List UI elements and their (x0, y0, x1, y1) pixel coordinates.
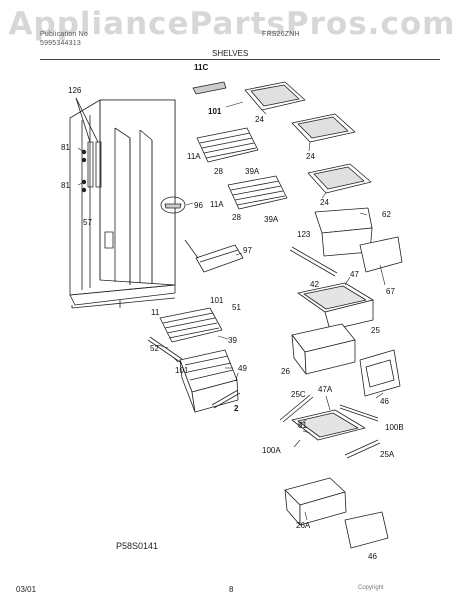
callout-11a-lower: 11A (210, 200, 224, 209)
cabinet-drawing (69, 99, 176, 309)
callout-81-shelf: 81 (298, 421, 307, 430)
callout-39a-lower: 39A (264, 215, 279, 224)
diagram-code: P58S0141 (116, 541, 159, 551)
callout-101-top: 101 (208, 107, 222, 116)
drawer-26 (291, 323, 356, 375)
callout-57: 57 (83, 218, 92, 227)
shelf-rails-126 (75, 97, 102, 188)
rod-2 (211, 389, 241, 409)
cover-25 (324, 299, 374, 331)
rail-123 (289, 246, 338, 277)
section-title: SHELVES (212, 49, 249, 58)
callout-2: 2 (234, 404, 239, 413)
shelf-11c (192, 81, 227, 95)
rail-100b (339, 404, 379, 422)
wire-shelf-11 (159, 307, 223, 343)
callout-81-lower: 81 (61, 181, 70, 190)
callout-25: 25 (371, 326, 380, 335)
drawer-front-67 (359, 236, 403, 273)
callout-100a: 100A (262, 446, 281, 455)
callout-47a: 47A (318, 385, 333, 394)
footer-date: 03/01 (16, 585, 37, 594)
rail-25a (344, 439, 381, 459)
publication-number: 5995344313 (40, 40, 81, 47)
callout-25a: 25A (380, 450, 395, 459)
frame-97 (184, 239, 244, 273)
drawer-front-46b (344, 511, 389, 549)
shelf-47 (297, 282, 374, 313)
wire-basket-49 (179, 349, 239, 413)
callout-96: 96 (194, 201, 203, 210)
callout-11c: 11C (194, 63, 209, 72)
glass-shelf-24a (244, 81, 306, 111)
callout-26: 26 (281, 367, 290, 376)
glass-shelf-24b (291, 113, 356, 143)
screws-81 (81, 149, 87, 193)
callout-52: 52 (150, 344, 159, 353)
callout-24-c: 24 (320, 198, 329, 207)
callout-47: 47 (350, 270, 359, 279)
footer-page-number: 8 (229, 585, 234, 594)
callout-67: 67 (386, 287, 395, 296)
callout-39: 39 (228, 336, 237, 345)
callout-49: 49 (238, 364, 247, 373)
glass-shelf-24c (307, 163, 372, 194)
glass-shelf-47a (291, 409, 366, 441)
wire-shelf-11a-lower (227, 175, 288, 210)
header-rule (40, 59, 440, 60)
bracket-96 (160, 196, 186, 214)
callout-97: 97 (243, 246, 252, 255)
leader-lines (77, 101, 386, 521)
callout-51: 51 (232, 303, 241, 312)
callout-24-b: 24 (306, 152, 315, 161)
callout-62: 62 (382, 210, 391, 219)
model-number: FRS26ZNH (262, 31, 300, 38)
callout-126: 126 (68, 86, 82, 95)
callout-46-lower: 46 (368, 552, 377, 561)
callout-28-upper: 28 (214, 167, 223, 176)
callout-39a-upper: 39A (245, 167, 260, 176)
publication-label: Publication No (40, 31, 88, 38)
callout-11a-upper: 11A (187, 152, 201, 161)
callout-101-mid: 101 (210, 296, 224, 305)
callout-26a: 26A (296, 521, 311, 530)
callout-123: 123 (297, 230, 311, 239)
callout-42: 42 (310, 280, 319, 289)
drawer-26a (284, 477, 347, 526)
drawer-front-46a (359, 349, 401, 397)
wire-shelf-11a-upper (196, 127, 259, 163)
callout-28-lower: 28 (232, 213, 241, 222)
callout-100b: 100B (385, 423, 404, 432)
rail-25c (279, 394, 314, 423)
footer-watermark: Copyright (358, 585, 384, 591)
callout-25c: 25C (291, 390, 306, 399)
callout-24-a: 24 (255, 115, 264, 124)
callout-46-upper: 46 (380, 397, 389, 406)
callout-81-upper: 81 (61, 143, 70, 152)
callout-101-low: 101 (175, 366, 189, 375)
callout-11: 11 (151, 308, 160, 317)
